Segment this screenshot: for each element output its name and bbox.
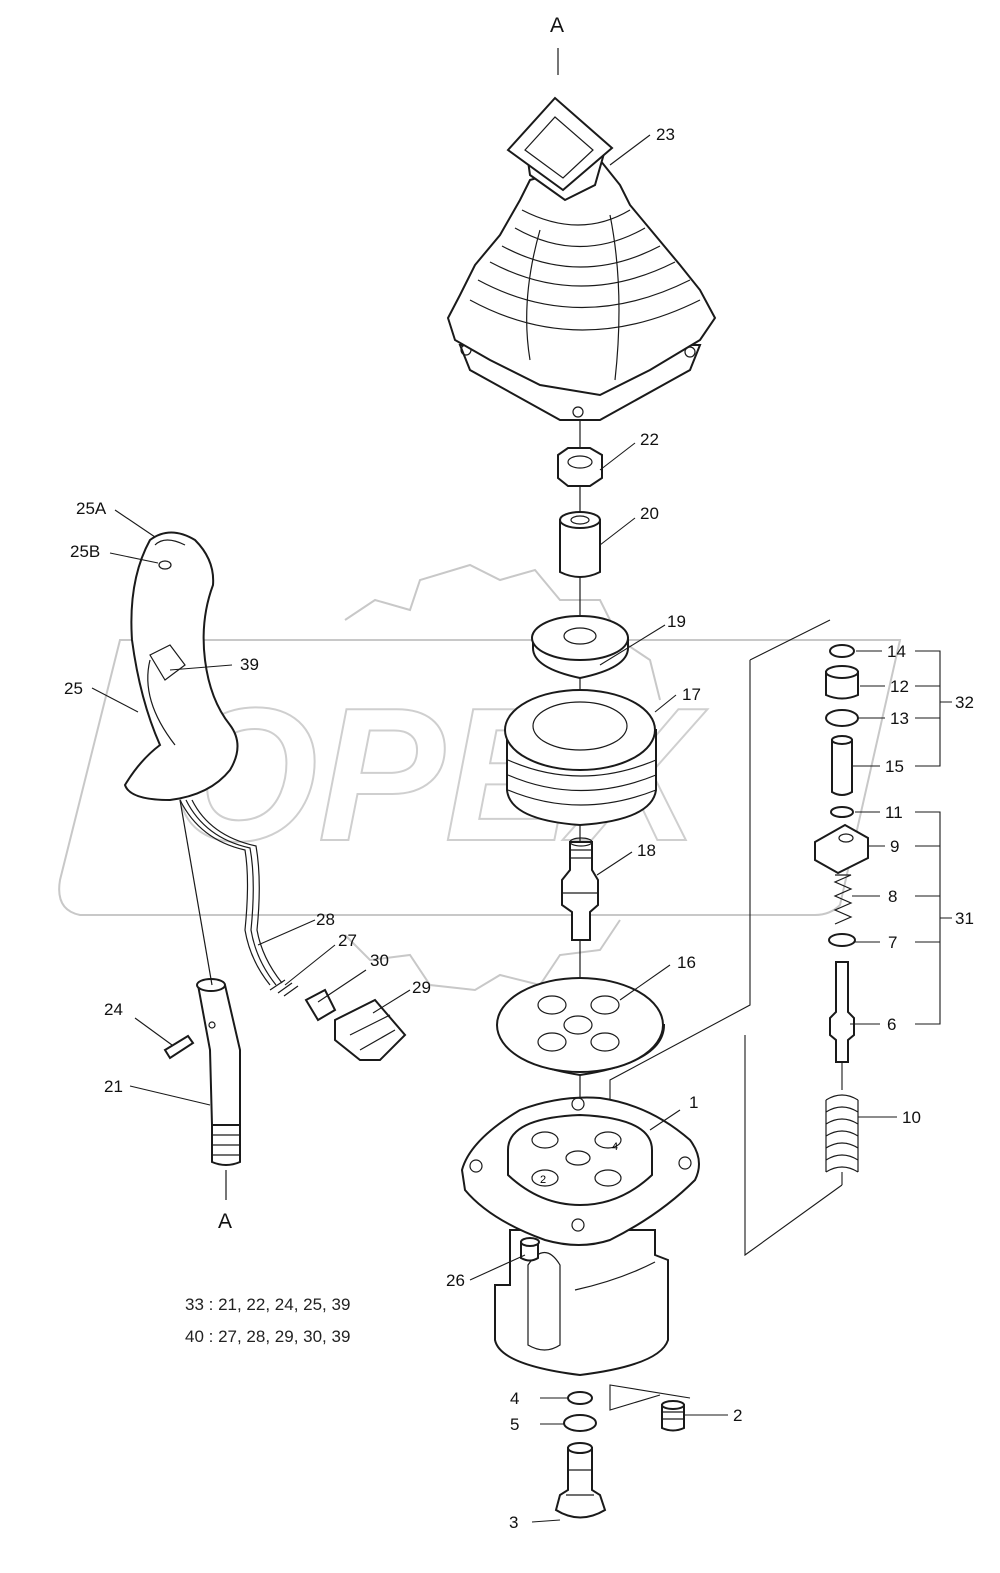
oring-part-4 [567, 1391, 593, 1405]
coupling-part-20 [559, 511, 601, 578]
callout-25b: 25B [70, 542, 100, 561]
callout-39: 39 [240, 655, 259, 674]
spring-kit-31 [814, 806, 869, 1063]
callout-29: 29 [412, 978, 431, 997]
nut-part-22 [557, 447, 603, 487]
callout-4: 4 [510, 1389, 519, 1408]
callout-8: 8 [888, 887, 897, 906]
svg-text:4: 4 [612, 1141, 618, 1153]
callout-27: 27 [338, 931, 357, 950]
callout-9: 9 [890, 837, 899, 856]
pin-part-24 [163, 1034, 195, 1060]
callout-32: 32 [955, 693, 974, 712]
callout-12: 12 [890, 677, 909, 696]
callout-30: 30 [370, 951, 389, 970]
callout-10: 10 [902, 1108, 921, 1127]
plug-part-3 [554, 1442, 607, 1519]
callout-23: 23 [656, 125, 675, 144]
boot-part-23 [446, 96, 717, 421]
callout-24: 24 [104, 1000, 123, 1019]
kit-list-33: 33 : 21, 22, 24, 25, 39 [185, 1295, 350, 1314]
callout-7: 7 [888, 933, 897, 952]
callout-25a: 25A [76, 499, 107, 518]
callout-5: 5 [510, 1415, 519, 1434]
callout-14: 14 [887, 642, 906, 661]
callout-31: 31 [955, 909, 974, 928]
plug-part-2 [661, 1400, 685, 1432]
callout-19: 19 [667, 612, 686, 631]
piston-kit-32 [825, 644, 859, 796]
terminals-part-27 [269, 979, 299, 997]
leader-lines [91, 134, 952, 1523]
oring-part-5 [563, 1414, 597, 1432]
lever-part-21 [196, 978, 241, 1166]
svg-text:2: 2 [540, 1174, 546, 1186]
callout-1: 1 [689, 1093, 698, 1112]
section-mark-bottom: A [218, 1210, 232, 1233]
spring-part-10 [825, 1094, 859, 1173]
callout-20: 20 [640, 504, 659, 523]
callout-21: 21 [104, 1077, 123, 1096]
section-mark-top: A [550, 14, 564, 37]
gasket-part-16 [496, 977, 666, 1077]
joint-part-18 [561, 837, 599, 941]
callout-6: 6 [887, 1015, 896, 1034]
cover-part-17 [504, 689, 657, 827]
callout-11: 11 [885, 803, 903, 822]
body-part-1: 2 4 [460, 1096, 700, 1377]
callout-16: 16 [677, 953, 696, 972]
callout-3: 3 [509, 1513, 518, 1532]
seal-part-30 [304, 988, 337, 1022]
callout-15: 15 [885, 757, 904, 776]
callout-22: 22 [640, 430, 659, 449]
callout-18: 18 [637, 841, 656, 860]
grip-part-25 [123, 531, 239, 802]
housing-part-29 [334, 998, 407, 1061]
callout-2: 2 [733, 1406, 742, 1425]
callout-28: 28 [316, 910, 335, 929]
cable-part-28 [179, 799, 283, 986]
callout-25: 25 [64, 679, 83, 698]
kit-list-40: 40 : 27, 28, 29, 30, 39 [185, 1327, 350, 1346]
callout-labels: 23 22 20 19 17 18 16 1 26 4 5 3 2 14 12 … [64, 125, 974, 1532]
plug-part-26 [520, 1237, 540, 1262]
callout-17: 17 [682, 685, 701, 704]
callout-13: 13 [890, 709, 909, 728]
callout-26: 26 [446, 1271, 465, 1290]
